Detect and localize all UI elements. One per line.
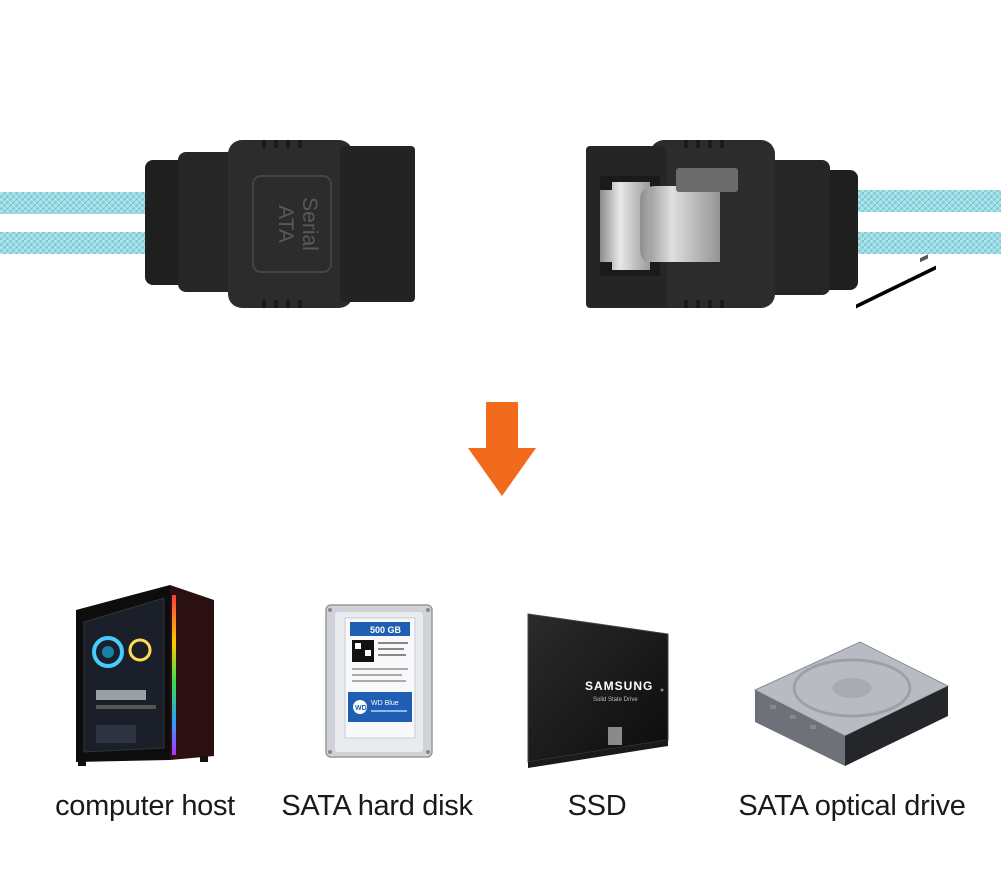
ata-label: ATA [274, 205, 297, 243]
hard-disk-icon: 500 GB WD WD Blue [325, 604, 433, 758]
right-cable-strand-top [850, 190, 1001, 212]
hdd-series: WD Blue [371, 700, 399, 707]
ssd-subtitle: Solid State Drive [593, 697, 638, 703]
label-sata-hard-disk: SATA hard disk [281, 790, 473, 822]
down-arrow-icon [468, 402, 536, 496]
left-sata-connector: Serial ATA [0, 140, 415, 308]
label-sata-optical-drive: SATA optical drive [738, 790, 966, 822]
device-labels: computer host SATA hard disk SSD SATA op… [0, 790, 1001, 840]
left-cable-strand-top [0, 192, 160, 214]
label-ssd: SSD [567, 790, 627, 822]
label-computer-host: computer host [55, 790, 235, 822]
hdd-brand-badge: WD [355, 705, 367, 712]
latch-metal-icon [600, 182, 650, 270]
left-cable-strand-bottom [0, 232, 160, 254]
ssd-brand: SAMSUNG [585, 679, 653, 693]
hdd-capacity: 500 GB [370, 625, 402, 635]
right-sata-connector [586, 140, 1001, 308]
ssd-icon: SAMSUNG Solid State Drive [527, 613, 669, 768]
serial-label: Serial [298, 197, 321, 251]
latch-lever-icon [640, 186, 720, 262]
optical-drive-icon [753, 254, 950, 766]
pc-case-icon [76, 585, 214, 766]
right-cable-strand-bottom [850, 232, 1001, 254]
serial-ata-emboss [252, 175, 332, 273]
